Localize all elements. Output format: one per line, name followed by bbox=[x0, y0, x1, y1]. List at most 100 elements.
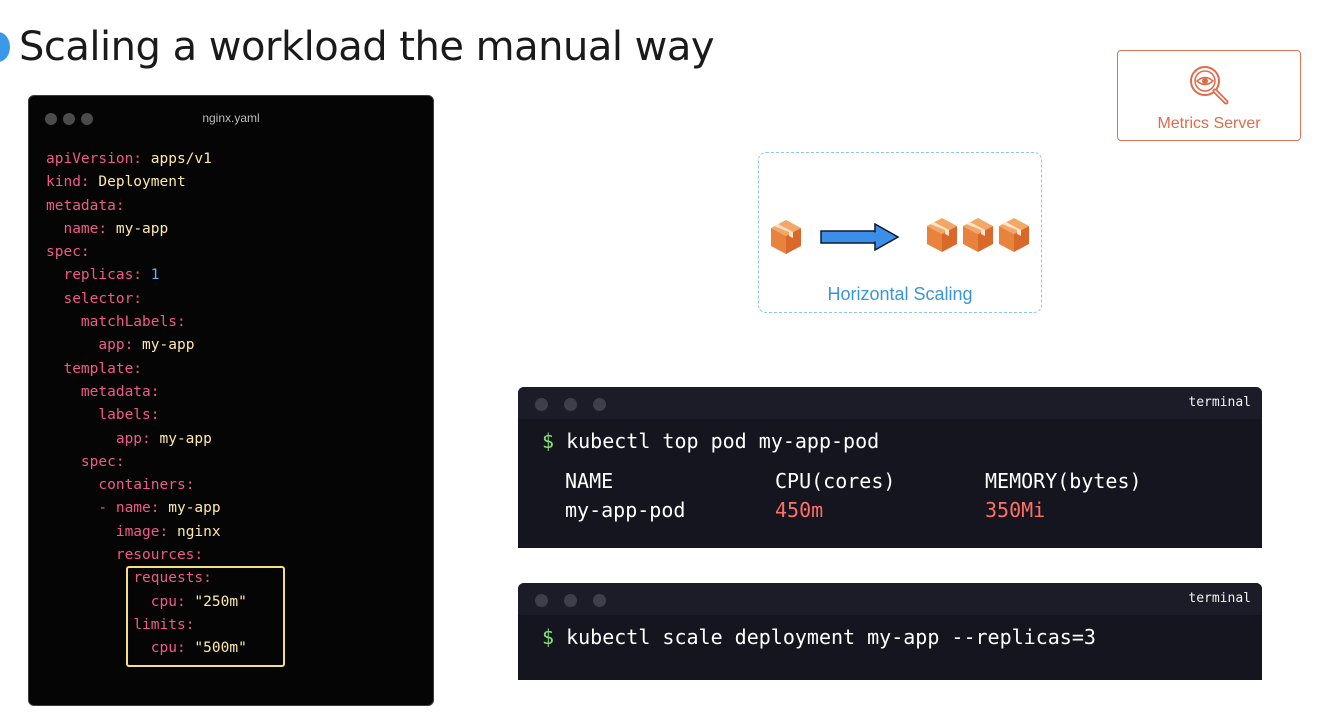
code-line: metadata: bbox=[46, 195, 247, 218]
yaml-key: metadata: bbox=[46, 197, 125, 214]
yaml-value: my-app bbox=[133, 337, 195, 354]
code-indent bbox=[46, 337, 98, 353]
yaml-key: limits: bbox=[133, 616, 195, 633]
code-indent bbox=[46, 500, 98, 516]
code-line: spec: bbox=[46, 241, 247, 264]
minimize-dot-icon[interactable] bbox=[564, 594, 577, 607]
yaml-value: my-app bbox=[159, 500, 221, 517]
code-line: cpu: "250m" bbox=[46, 591, 247, 614]
yaml-key: matchLabels: bbox=[80, 314, 186, 331]
pod-metrics-table: NAME CPU(cores) MEMORY(bytes) my-app-pod… bbox=[565, 469, 1185, 527]
code-line: replicas: 1 bbox=[46, 264, 247, 287]
resources-highlight-box bbox=[126, 566, 285, 667]
terminal-titlebar: terminal bbox=[518, 387, 1262, 419]
metrics-server-label: Metrics Server bbox=[1157, 115, 1261, 132]
yaml-key: apiVersion: bbox=[46, 151, 143, 167]
command-text: kubectl scale deployment my-app --replic… bbox=[566, 625, 1096, 649]
close-dot-icon[interactable] bbox=[45, 113, 57, 125]
code-line: resources: bbox=[46, 544, 247, 567]
yaml-key: cpu: bbox=[150, 640, 186, 657]
terminal-label: terminal bbox=[1188, 591, 1251, 606]
terminal-command-line[interactable]: $ kubectl top pod my-app-pod bbox=[542, 429, 879, 453]
code-line: spec: bbox=[46, 451, 247, 474]
yaml-key: kind: bbox=[46, 174, 90, 191]
page-title: Scaling a workload the manual way bbox=[19, 24, 715, 70]
code-indent bbox=[46, 291, 63, 307]
horizontal-scaling-label: Horizontal Scaling bbox=[827, 284, 973, 304]
pod-name-cell: my-app-pod bbox=[565, 498, 686, 522]
yaml-key: app: bbox=[98, 337, 134, 354]
column-header-memory: MEMORY(bytes) bbox=[985, 469, 1142, 493]
yaml-key: spec: bbox=[46, 244, 90, 261]
code-indent bbox=[46, 407, 98, 423]
code-line: template: bbox=[46, 358, 247, 381]
close-dot-icon[interactable] bbox=[535, 594, 548, 607]
yaml-key: labels: bbox=[98, 407, 160, 424]
title-accent-dot bbox=[0, 32, 10, 62]
maximize-dot-icon[interactable] bbox=[593, 398, 606, 411]
code-line: apiVersion: apps/v1 bbox=[46, 148, 247, 171]
code-line: metadata: bbox=[46, 381, 247, 404]
code-indent bbox=[46, 570, 133, 586]
yaml-value: Deployment bbox=[89, 174, 186, 191]
minimize-dot-icon[interactable] bbox=[63, 113, 75, 125]
code-indent bbox=[46, 454, 81, 470]
code-indent bbox=[46, 314, 81, 330]
terminal-scale-deployment: terminal $ kubectl scale deployment my-a… bbox=[518, 583, 1262, 680]
yaml-key: replicas: bbox=[63, 267, 143, 284]
yaml-key: image: bbox=[115, 523, 169, 540]
minimize-dot-icon[interactable] bbox=[564, 398, 577, 411]
yaml-key: name: bbox=[63, 220, 108, 237]
code-line: labels: bbox=[46, 404, 247, 427]
terminal-command-line[interactable]: $ kubectl scale deployment my-app --repl… bbox=[542, 625, 1096, 649]
yaml-value: 1 bbox=[142, 267, 160, 284]
prompt-symbol: $ bbox=[542, 625, 555, 649]
command-text: kubectl top pod my-app-pod bbox=[566, 429, 880, 453]
yaml-value: my-app bbox=[107, 220, 169, 237]
memory-usage-cell: 350Mi bbox=[985, 498, 1046, 522]
yaml-value: apps/v1 bbox=[142, 151, 212, 167]
yaml-value: nginx bbox=[168, 523, 221, 540]
code-line: name: my-app bbox=[46, 218, 247, 241]
maximize-dot-icon[interactable] bbox=[81, 113, 93, 125]
code-line: matchLabels: bbox=[46, 311, 247, 334]
code-line: image: nginx bbox=[46, 521, 247, 544]
column-header-name: NAME bbox=[565, 469, 614, 493]
table-header-row: NAME CPU(cores) MEMORY(bytes) bbox=[565, 469, 1185, 498]
code-line: limits: bbox=[46, 614, 247, 637]
yaml-key: template: bbox=[63, 360, 143, 377]
yaml-key: - name: bbox=[98, 500, 160, 517]
yaml-key: metadata: bbox=[80, 383, 160, 400]
code-line: kind: Deployment bbox=[46, 171, 247, 194]
yaml-value: my-app bbox=[150, 430, 212, 447]
yaml-key: containers: bbox=[98, 477, 195, 494]
window-controls bbox=[535, 398, 606, 411]
cpu-usage-cell: 450m bbox=[775, 498, 824, 522]
arrow-right-icon bbox=[820, 223, 900, 251]
close-dot-icon[interactable] bbox=[535, 398, 548, 411]
column-header-cpu: CPU(cores) bbox=[775, 469, 896, 493]
code-line: app: my-app bbox=[46, 334, 247, 357]
window-controls bbox=[535, 594, 606, 607]
package-box-icon bbox=[963, 218, 993, 252]
package-box-icon bbox=[927, 218, 957, 252]
yaml-key: selector: bbox=[63, 290, 143, 307]
maximize-dot-icon[interactable] bbox=[593, 594, 606, 607]
code-line: selector: bbox=[46, 288, 247, 311]
code-indent bbox=[46, 431, 116, 447]
window-controls bbox=[45, 113, 93, 125]
code-indent bbox=[46, 361, 63, 377]
code-indent bbox=[46, 267, 63, 283]
metrics-server-card: Metrics Server bbox=[1117, 50, 1301, 141]
yaml-value: "500m" bbox=[185, 640, 247, 657]
yaml-key: spec: bbox=[80, 453, 125, 470]
yaml-key: resources: bbox=[115, 547, 204, 564]
code-indent bbox=[46, 547, 116, 563]
code-indent bbox=[46, 221, 63, 237]
terminal-label: terminal bbox=[1188, 395, 1251, 410]
yaml-key: cpu: bbox=[150, 593, 186, 610]
code-line: containers: bbox=[46, 474, 247, 497]
code-indent bbox=[46, 384, 81, 400]
